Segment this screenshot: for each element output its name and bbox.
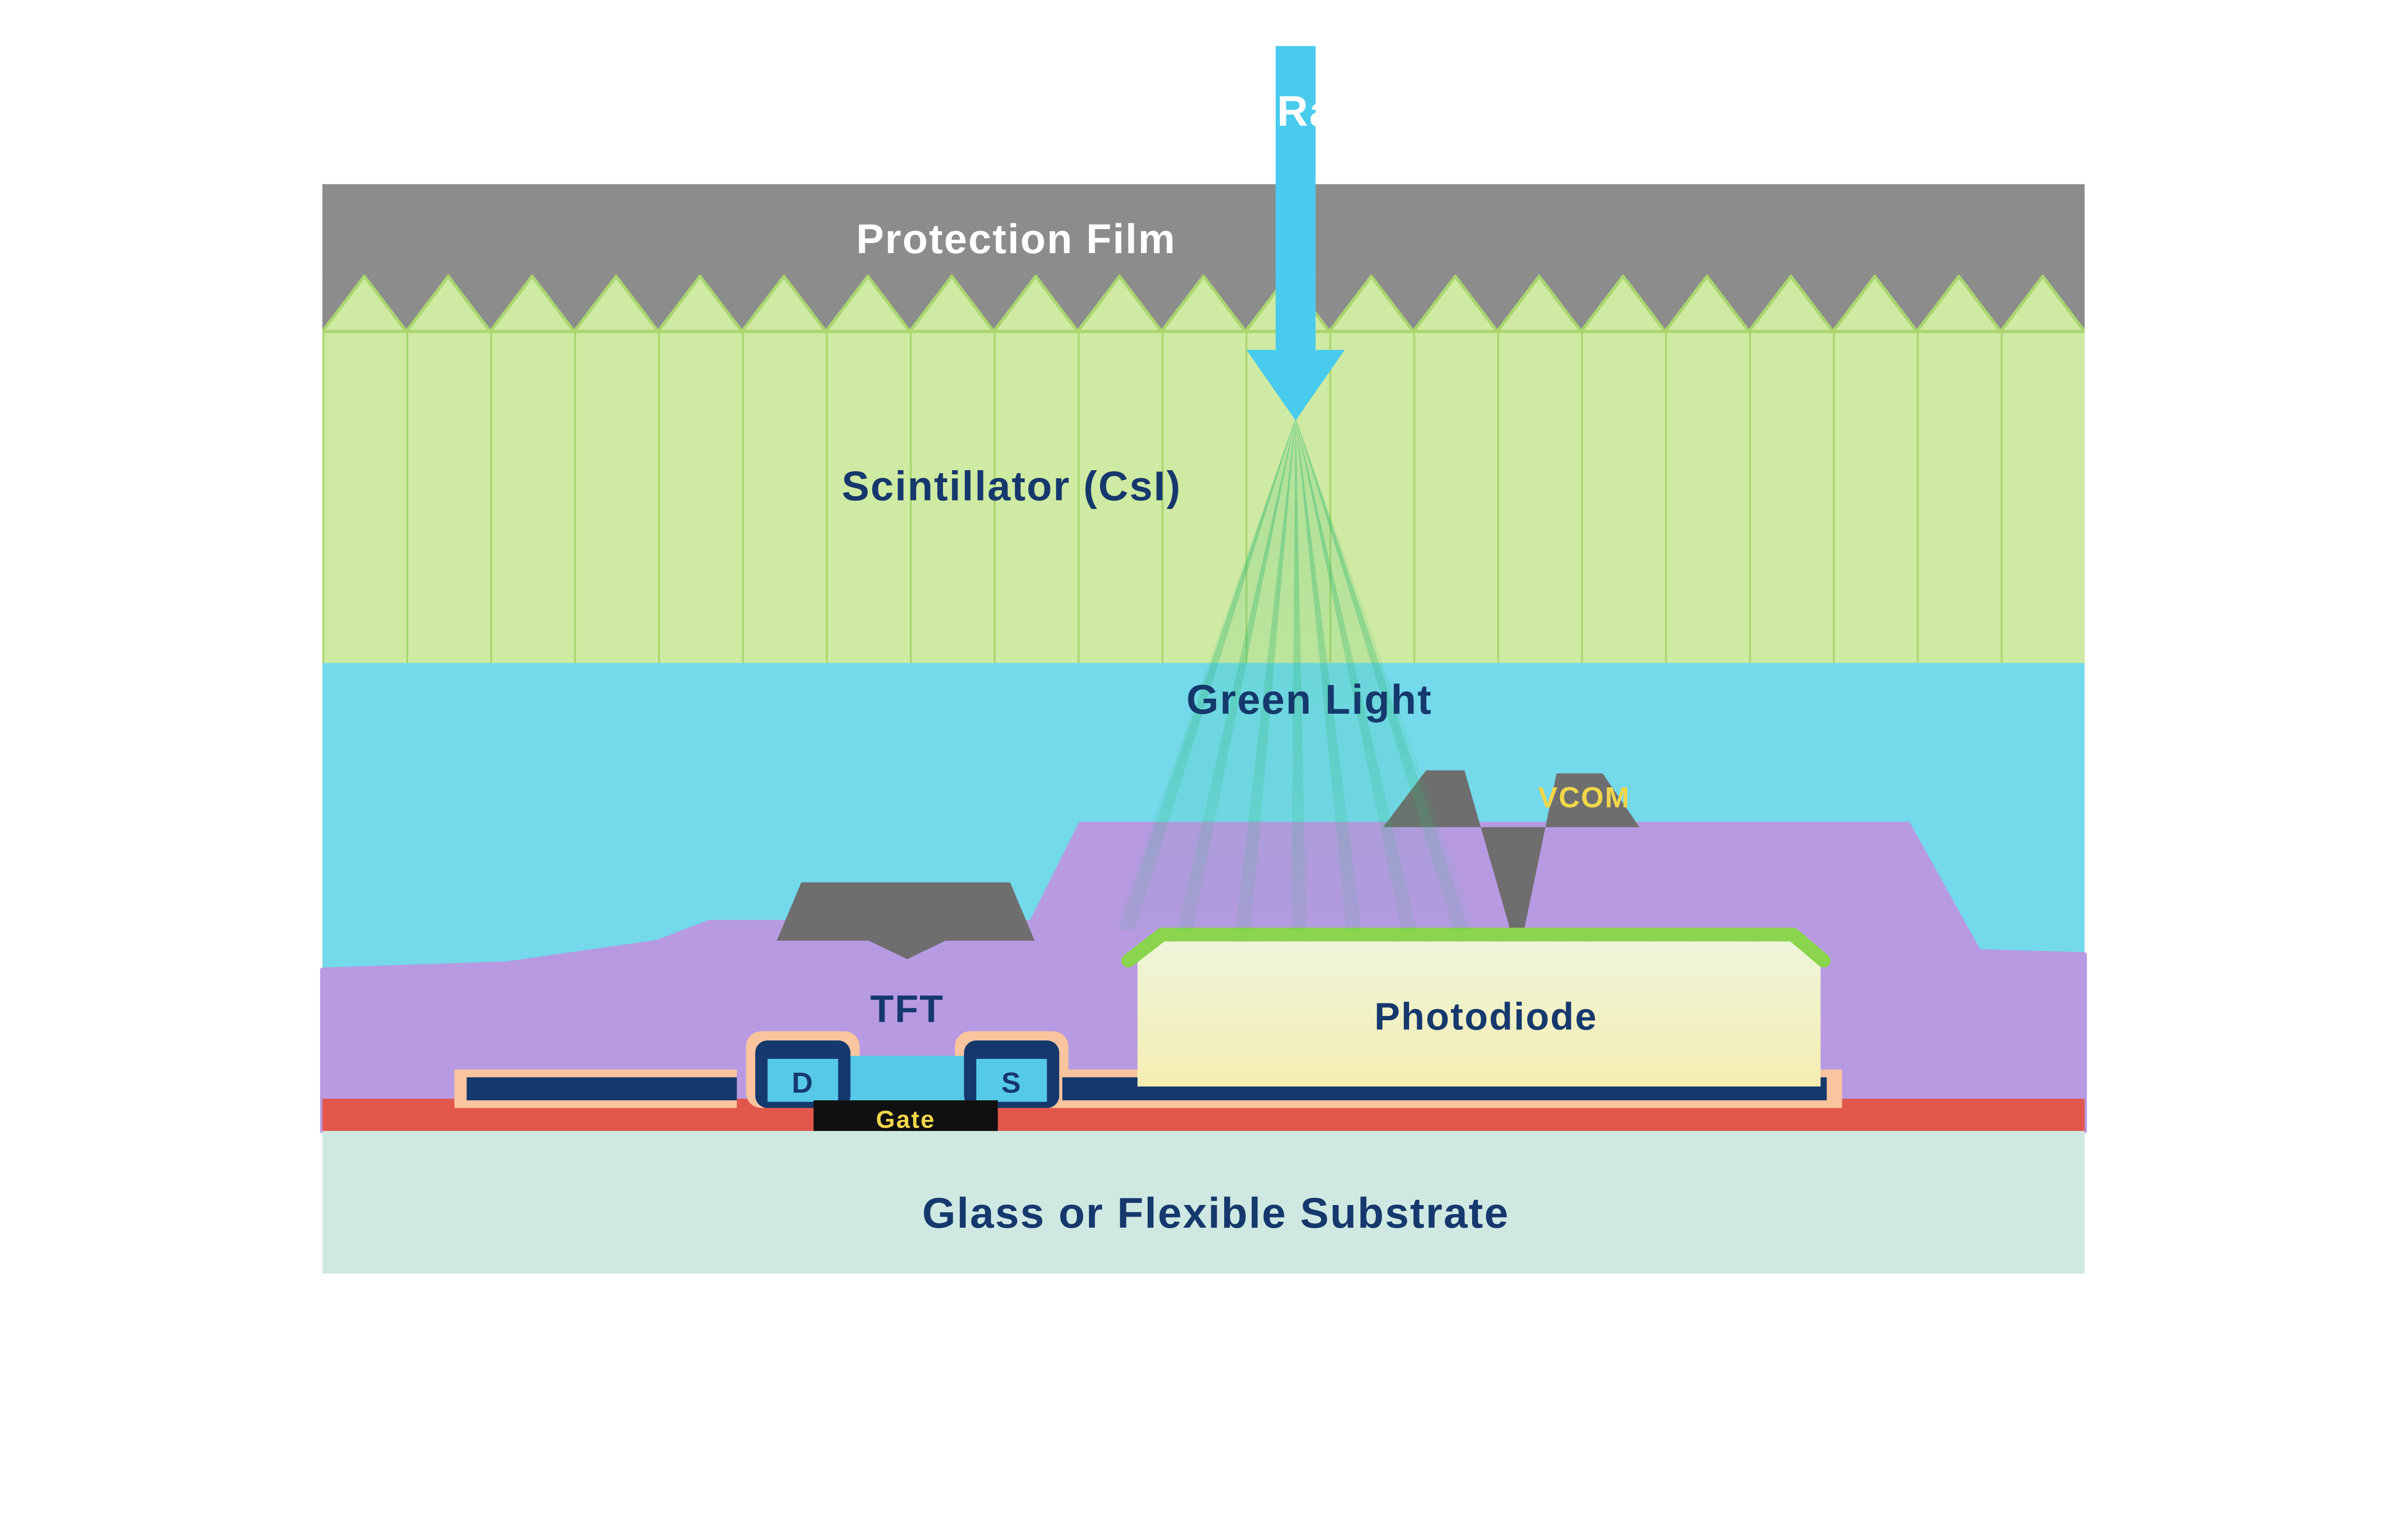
xray-arrow: [1246, 46, 1345, 421]
source-contact-inner: [976, 1059, 1047, 1102]
photodiode-block: [1137, 933, 1821, 1087]
xray-detector-diagram: X-Ray Protection Film Scintillator (CsI)…: [320, 46, 2087, 1274]
source-label: S: [1001, 1066, 1022, 1099]
vcom-electrode: [1383, 770, 1640, 937]
photodiode-cap: [1121, 927, 1831, 968]
vcom-label: VCOM: [1538, 781, 1631, 813]
protection-film-label: Protection Film: [856, 216, 1177, 262]
tft-channel: [847, 1055, 967, 1102]
xray-label: X-Ray: [1231, 87, 1359, 135]
green-light-label: Green Light: [1186, 677, 1432, 723]
data-line-electrode: [776, 882, 1035, 959]
metal-bar-left: [466, 1077, 737, 1101]
photodiode-label: Photodiode: [1374, 995, 1598, 1038]
scintillator-layer: [322, 273, 2085, 663]
substrate-layer: [322, 1131, 2085, 1274]
gate-label: Gate: [876, 1106, 936, 1133]
tft-label: TFT: [870, 988, 945, 1030]
detector-cross-section-canvas: X-Ray Protection Film Scintillator (CsI)…: [320, 46, 2087, 1274]
scintillator-label: Scintillator (CsI): [841, 463, 1181, 510]
drain-label: D: [792, 1066, 814, 1099]
substrate-label: Glass or Flexible Substrate: [922, 1189, 1510, 1237]
drain-contact-inner: [767, 1059, 839, 1102]
green-light-rays: [1114, 417, 1477, 930]
